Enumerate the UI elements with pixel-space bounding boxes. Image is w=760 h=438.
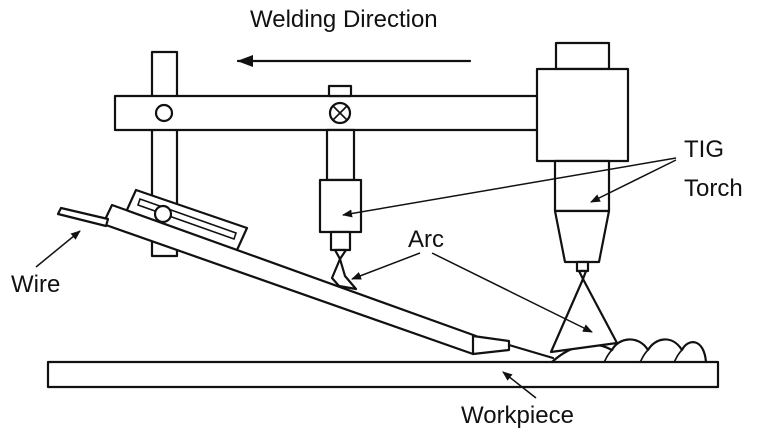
tig-label-line2: Torch <box>684 175 743 202</box>
welding-direction-label: Welding Direction <box>250 6 438 33</box>
tig-pointer-to-tig-torch <box>590 159 677 203</box>
tig-label-line1: TIG <box>684 136 724 163</box>
wire-feeder <box>56 188 555 360</box>
arc-pointer-to-tig-arc <box>431 252 593 333</box>
arc-label: Arc <box>408 226 444 253</box>
weld-bead-ripples <box>603 349 683 363</box>
tig-arc <box>549 277 619 354</box>
arm-pivot-icon <box>154 103 174 123</box>
workpiece-plate <box>46 360 720 389</box>
wire-arc <box>330 257 358 291</box>
arc-pointer-to-wire-arc <box>351 252 421 280</box>
tig-torch <box>535 41 630 281</box>
wire-pointer <box>35 230 81 268</box>
tig-pointer-to-wire-torch <box>342 157 677 218</box>
workpiece-pointer <box>502 371 537 399</box>
wire-torch <box>318 128 363 261</box>
wire-label: Wire <box>11 271 60 298</box>
adjustment-knob-icon <box>327 84 353 125</box>
workpiece-label: Workpiece <box>461 402 574 429</box>
